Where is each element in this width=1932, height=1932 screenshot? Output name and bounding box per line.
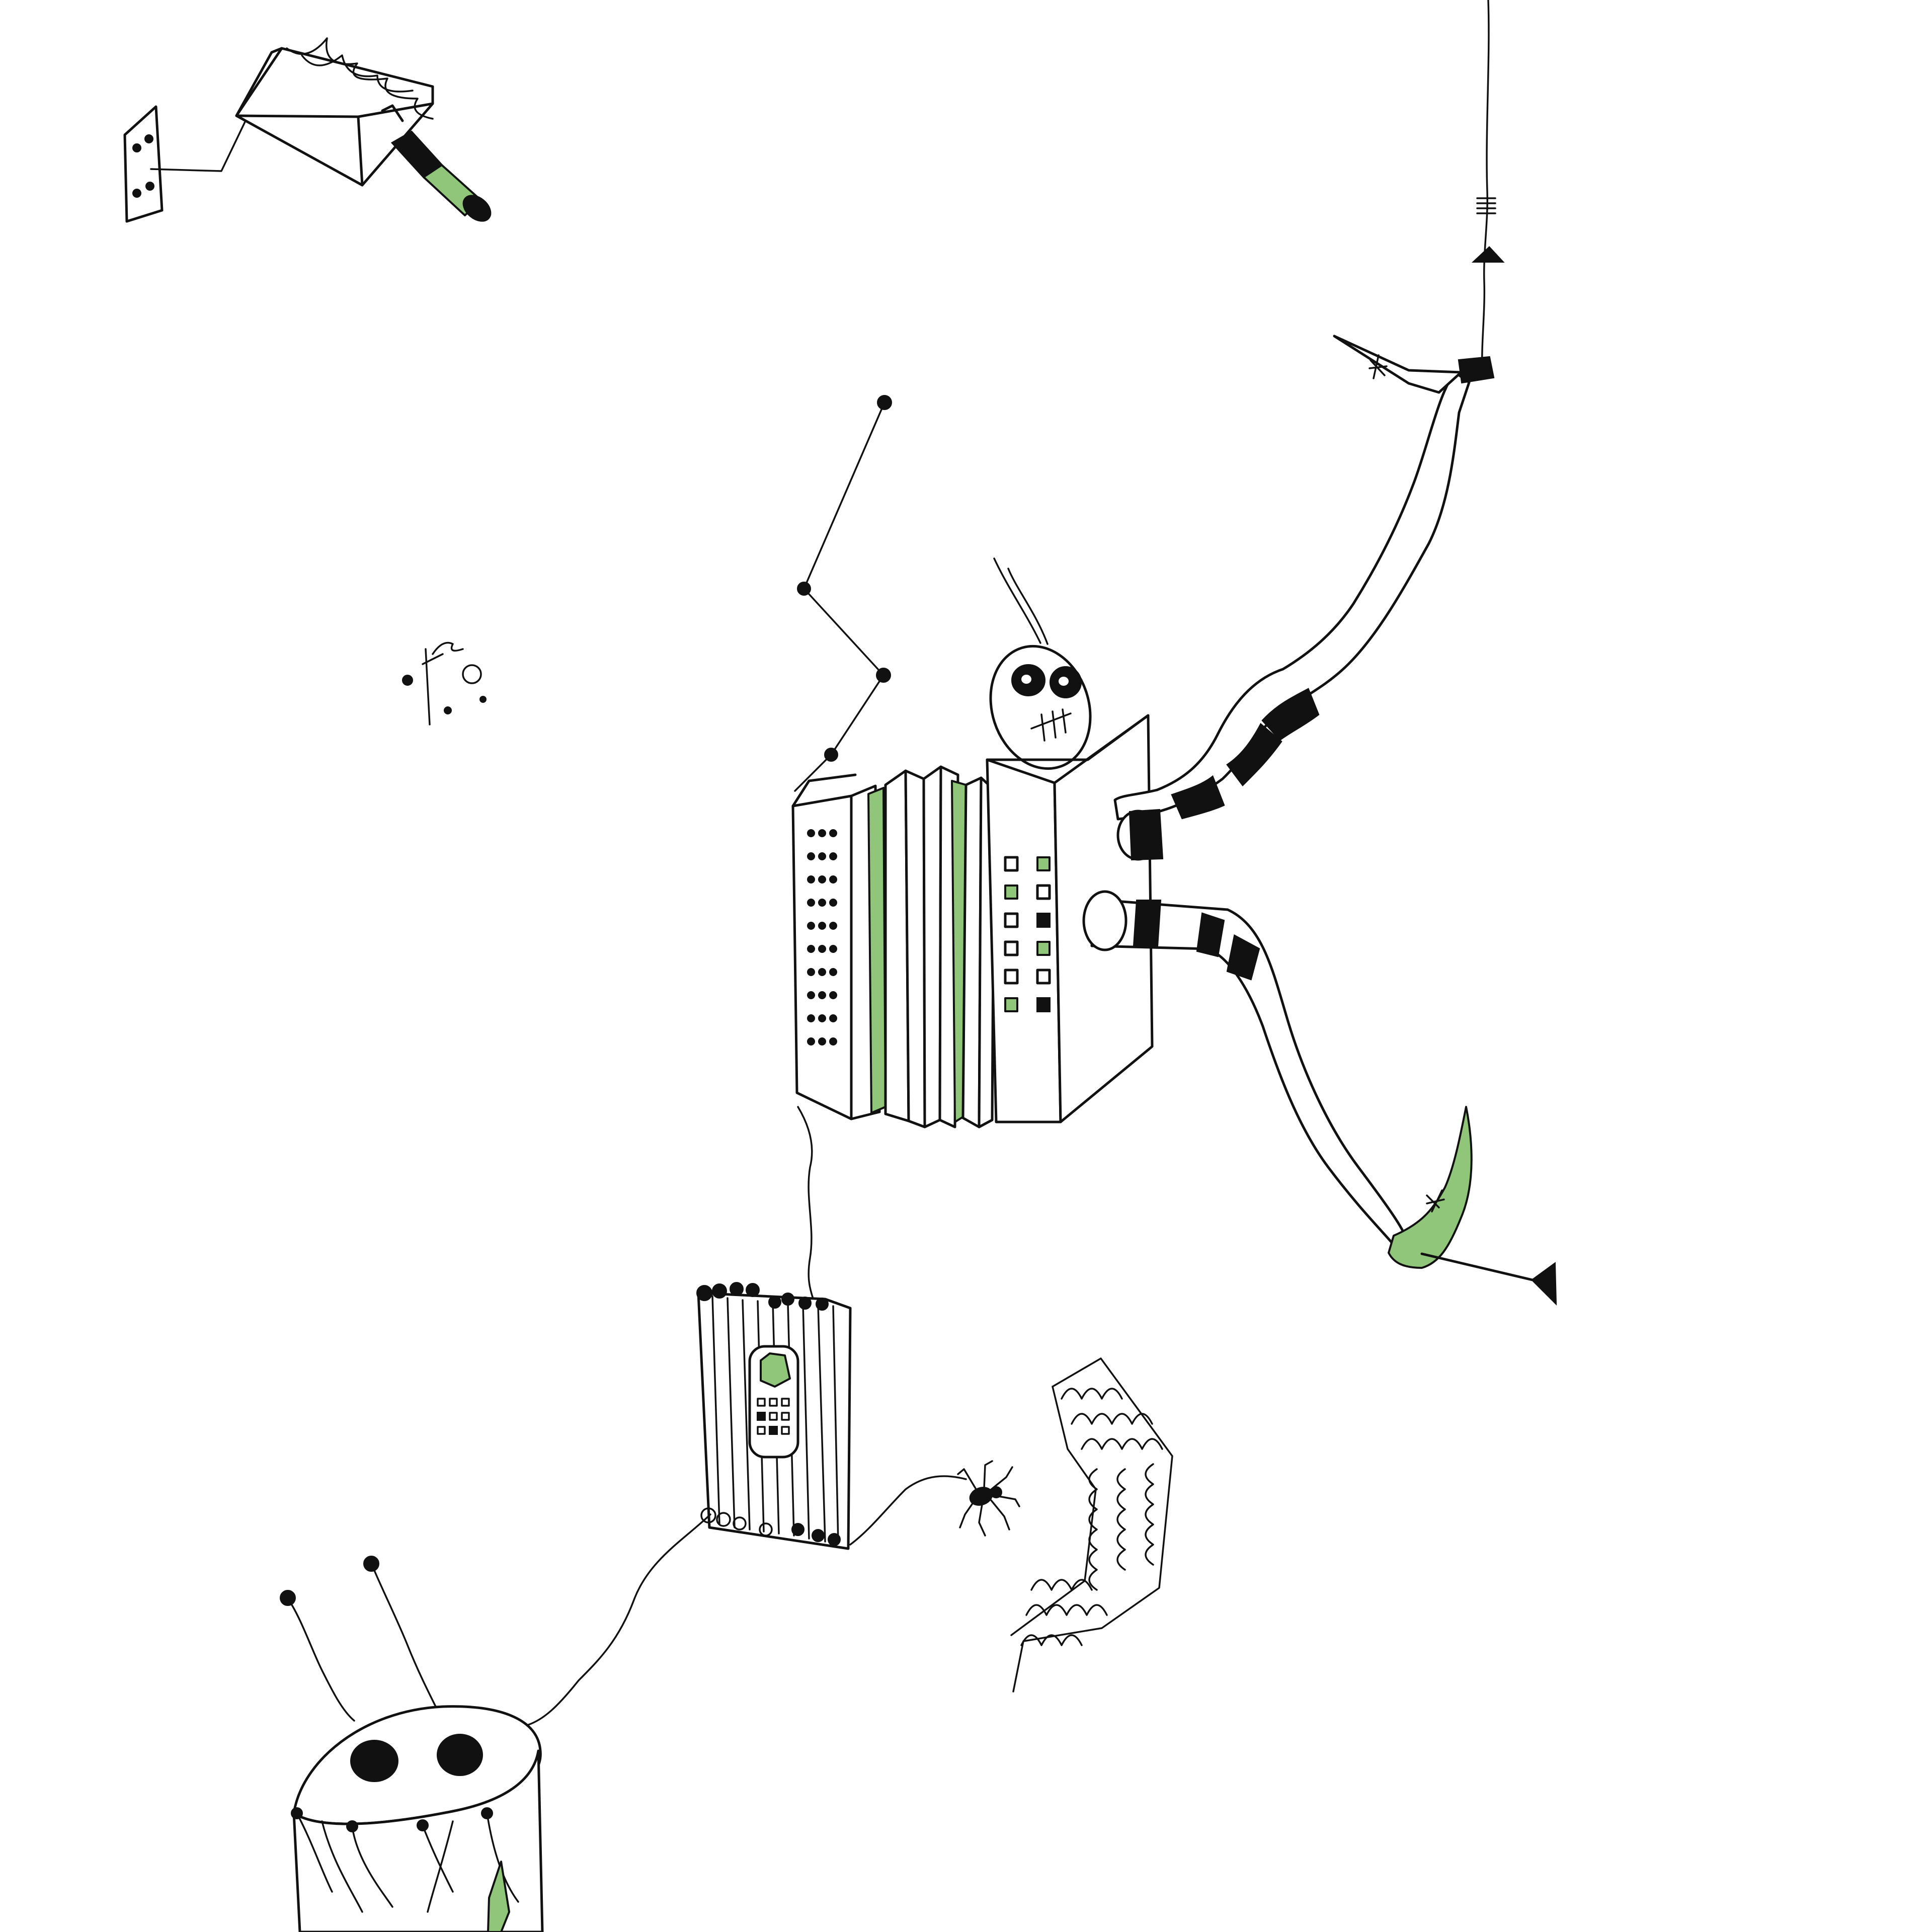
green-shoe	[1388, 1106, 1557, 1306]
accordion-key	[1004, 997, 1018, 1012]
phone-handset	[748, 1345, 799, 1459]
accordion-key	[1004, 856, 1019, 872]
bass-button-dot	[807, 829, 815, 837]
bass-button-dot	[818, 1014, 826, 1022]
accordion-bellows	[850, 765, 996, 1129]
bass-button-dot	[818, 1037, 826, 1045]
drum-creature	[291, 1705, 544, 1932]
wavy-ribbon	[1010, 1357, 1173, 1693]
raised-arm	[794, 395, 892, 792]
bass-button-dot	[807, 968, 815, 976]
bass-button-dot	[818, 852, 826, 860]
bass-button-dot	[807, 852, 815, 860]
bass-button-dot	[829, 945, 837, 953]
bass-button-dot	[829, 991, 837, 999]
bass-button-dot	[829, 1037, 837, 1045]
bass-button-dot	[807, 922, 815, 930]
bass-button-dot	[829, 829, 837, 837]
accordion-key	[1036, 997, 1051, 1012]
loose-marks	[402, 641, 487, 726]
bass-button-dot	[807, 945, 815, 953]
accordion-key	[1004, 940, 1019, 956]
radiator-top-knobs	[696, 1282, 829, 1311]
bass-button-dot	[818, 829, 826, 837]
bass-button-dot	[829, 968, 837, 976]
cable-from-socket	[150, 115, 247, 172]
bass-button-dot	[829, 899, 837, 907]
bass-button-dot	[829, 922, 837, 930]
creature-head	[989, 557, 1092, 770]
accordion-key	[1004, 884, 1018, 900]
cable-to-drum	[524, 1513, 711, 1727]
radiator-phone	[696, 1282, 852, 1550]
lower-striped-leg	[1082, 890, 1405, 1246]
bass-button-dot	[807, 875, 815, 883]
radiator-bottom-knobs	[700, 1507, 841, 1546]
spider	[957, 1460, 1020, 1537]
accordion-key	[1004, 912, 1019, 928]
cable-to-spider	[849, 1475, 967, 1546]
drum-antennae	[280, 1556, 439, 1722]
accordion-key	[1036, 941, 1051, 956]
bass-button-dot	[818, 922, 826, 930]
accordion-key	[1036, 856, 1051, 871]
accordion-key	[1004, 969, 1019, 985]
bass-button-dot	[818, 875, 826, 883]
bass-button-dot	[807, 1037, 815, 1045]
accordion-key	[1036, 884, 1051, 900]
plug-box	[235, 37, 434, 187]
accordion-key	[1036, 913, 1051, 928]
accordion-keys	[1004, 856, 1051, 1012]
bass-button-dot	[829, 852, 837, 860]
bass-button-dot	[829, 875, 837, 883]
bass-button-dot	[818, 945, 826, 953]
wall-socket	[123, 105, 164, 223]
bass-button-dot	[807, 1014, 815, 1022]
upper-foot	[1333, 335, 1495, 394]
bass-button-dot	[807, 991, 815, 999]
green-plug	[390, 130, 492, 222]
accordion-key	[1036, 969, 1051, 985]
bass-button-dot	[818, 991, 826, 999]
accordion-bass-buttons	[807, 829, 837, 1045]
upper-striped-leg	[1113, 371, 1471, 861]
bass-button-dot	[818, 899, 826, 907]
bass-button-dot	[829, 1014, 837, 1022]
bass-button-dot	[818, 968, 826, 976]
hanging-string	[1471, 0, 1505, 373]
bass-button-dot	[807, 899, 815, 907]
